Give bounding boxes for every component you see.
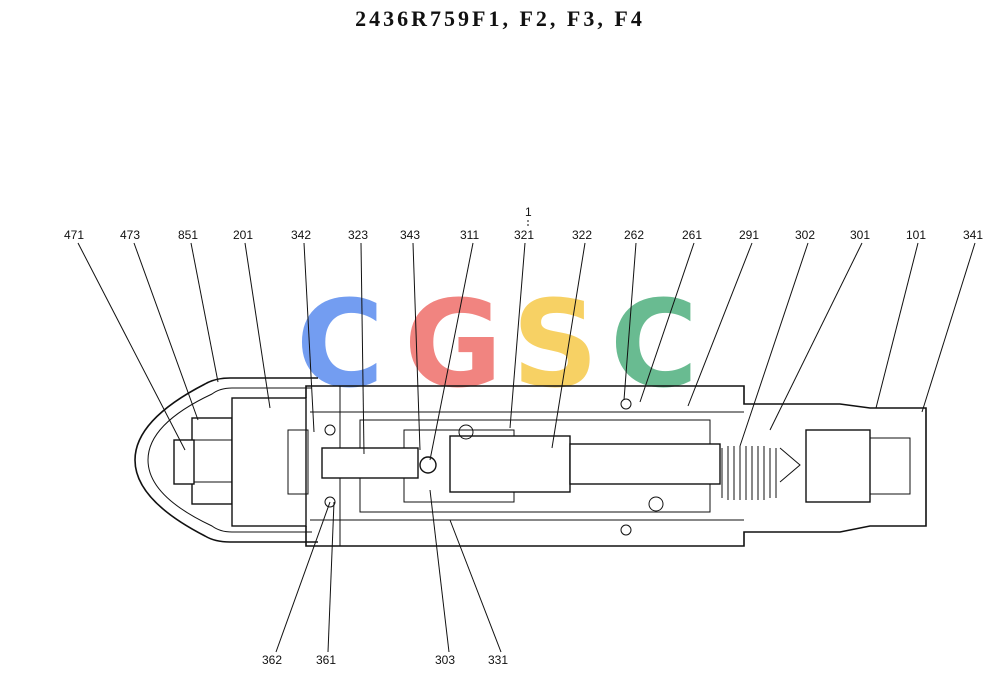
part-label: 342 <box>291 228 311 242</box>
part-label: 322 <box>572 228 592 242</box>
top-part-labels: 1 471 473 851 201 342 323 343 311 321 32… <box>64 205 983 242</box>
main-housing <box>305 385 927 547</box>
part-label: 302 <box>795 228 815 242</box>
part-label: 331 <box>488 653 508 667</box>
part-label: 1 <box>525 205 532 219</box>
spring-seat <box>569 443 721 485</box>
top-leader-lines <box>77 220 976 461</box>
o-ring <box>324 424 336 436</box>
watermark-letter-s: S <box>512 276 598 415</box>
part-label: 471 <box>64 228 84 242</box>
part-label: 301 <box>850 228 870 242</box>
lock-nut <box>191 417 233 505</box>
spring <box>721 446 777 500</box>
part-label: 262 <box>624 228 644 242</box>
part-label: 473 <box>120 228 140 242</box>
bottom-part-labels: 362 361 303 331 <box>262 653 508 667</box>
guard-cover-inner <box>147 387 312 533</box>
bottom-leader-lines <box>275 489 502 653</box>
seat-cone <box>779 447 801 483</box>
watermark-letter-c2: C <box>610 276 698 415</box>
piston <box>449 435 571 493</box>
part-label: 201 <box>233 228 253 242</box>
part-label: 851 <box>178 228 198 242</box>
part-label: 261 <box>682 228 702 242</box>
part-label: 323 <box>348 228 368 242</box>
part-label: 321 <box>514 228 534 242</box>
guard-cover <box>134 377 318 543</box>
poppet <box>321 447 419 479</box>
part-label: 303 <box>435 653 455 667</box>
part-label: 341 <box>963 228 983 242</box>
part-label: 361 <box>316 653 336 667</box>
watermark-letter-g: G <box>404 276 503 415</box>
part-label: 343 <box>400 228 420 242</box>
cgsc-watermark-logo: C G S C <box>296 276 698 415</box>
part-label: 362 <box>262 653 282 667</box>
end-cap <box>805 429 871 503</box>
part-label: 291 <box>739 228 759 242</box>
drawing-title: 2436R759F1, F2, F3, F4 <box>355 6 645 31</box>
part-label: 311 <box>460 228 479 242</box>
adjust-screw <box>173 439 195 485</box>
part-label: 101 <box>906 228 926 242</box>
plug-body <box>231 397 307 527</box>
ball <box>419 456 437 474</box>
